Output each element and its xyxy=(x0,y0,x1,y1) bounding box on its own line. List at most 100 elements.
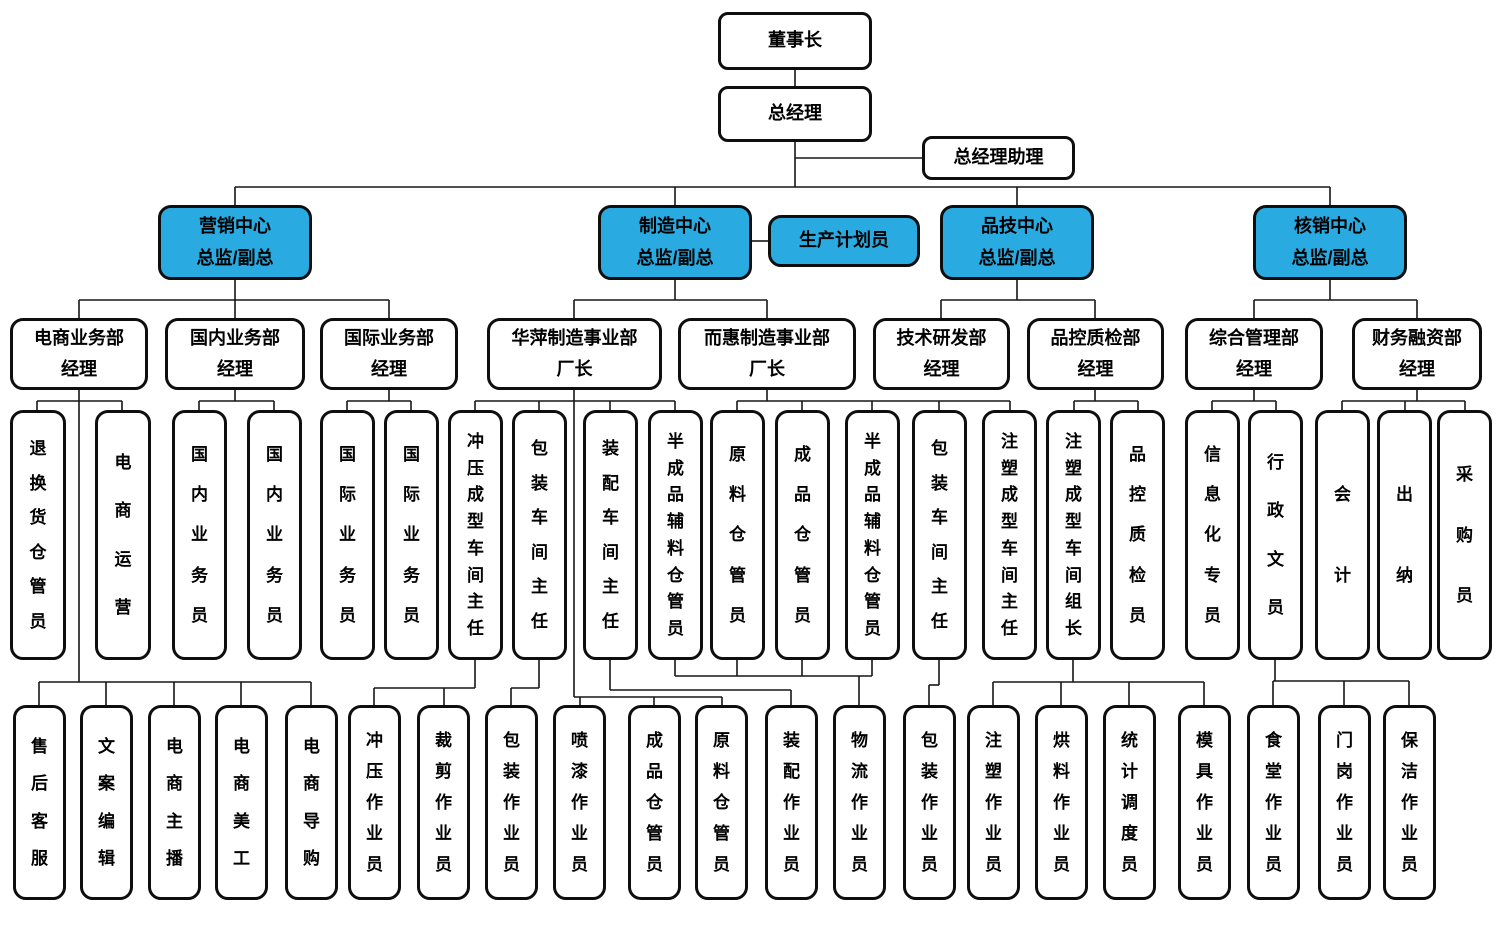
org-node-char: 辅 xyxy=(864,512,881,532)
org-node-char: 成 xyxy=(1001,485,1018,505)
org-node-char: 员 xyxy=(794,605,811,625)
org-node-char: 原 xyxy=(713,731,730,750)
org-node-char: 管 xyxy=(646,824,663,843)
org-node-label: 品技中心 xyxy=(981,216,1053,236)
org-node-char: 员 xyxy=(1336,855,1353,874)
org-node-domestic-salesman-2: 国内业务员 xyxy=(247,410,302,660)
org-node-char: 业 xyxy=(1265,824,1282,843)
org-node-char: 员 xyxy=(571,855,588,874)
org-node-info-specialist: 信息化专员 xyxy=(1185,410,1240,660)
org-node-char: 政 xyxy=(1267,501,1284,521)
org-node-char: 控 xyxy=(1129,485,1146,505)
org-node-marketing-center: 营销中心总监/副总 xyxy=(158,205,312,280)
org-node-char: 车 xyxy=(602,508,619,528)
org-node-label: 经理 xyxy=(923,359,960,379)
org-node-char: 作 xyxy=(571,793,588,812)
org-node-char: 业 xyxy=(783,824,800,843)
org-node-char: 成 xyxy=(467,485,484,505)
org-node-char: 内 xyxy=(191,485,208,505)
org-node-char: 主 xyxy=(931,577,948,597)
org-node-char: 员 xyxy=(191,605,208,625)
org-node-char: 成 xyxy=(794,445,811,465)
org-node-char: 商 xyxy=(114,501,132,521)
org-node-char: 文 xyxy=(98,737,115,757)
org-node-char: 业 xyxy=(1196,824,1213,843)
org-node-char: 客 xyxy=(31,811,48,831)
org-node-char: 计 xyxy=(1334,565,1351,585)
org-node-label: 电商业务部 xyxy=(34,327,124,348)
org-node-char: 会 xyxy=(1334,485,1351,505)
org-node-char: 业 xyxy=(266,525,283,545)
org-node-label: 总监/副总 xyxy=(978,247,1056,268)
org-node-char: 配 xyxy=(602,473,619,493)
org-node-assembly-workshop-chief: 装配车间主任 xyxy=(583,410,638,660)
org-node-semi-finished-warehouse-keeper-1: 半成品辅料仓管员 xyxy=(648,410,703,660)
org-node-char: 度 xyxy=(1121,824,1138,843)
org-node-cleaning-operator: 保洁作业员 xyxy=(1383,705,1436,900)
org-node-label: 经理 xyxy=(1236,359,1272,379)
org-node-label: 财务融资部 xyxy=(1372,327,1462,348)
org-node-char: 包 xyxy=(503,731,520,750)
org-node-label: 总监/副总 xyxy=(196,247,274,268)
org-node-char: 作 xyxy=(851,793,868,812)
org-node-char: 作 xyxy=(783,793,800,812)
org-node-char: 业 xyxy=(435,824,452,843)
org-node-char: 务 xyxy=(403,565,420,585)
org-node-char: 业 xyxy=(1053,824,1070,843)
org-node-char: 品 xyxy=(646,762,663,781)
org-node-char: 作 xyxy=(1196,793,1213,812)
org-node-char: 型 xyxy=(467,512,484,532)
org-node-char: 物 xyxy=(851,731,868,750)
org-node-char: 管 xyxy=(794,565,811,585)
org-node-char: 保 xyxy=(1401,731,1418,750)
org-node-char: 作 xyxy=(921,793,938,812)
org-node-packing-workshop-chief-2: 包装车间主任 xyxy=(912,410,967,660)
org-node-char: 员 xyxy=(1121,855,1138,874)
org-node-label: 总经理助理 xyxy=(953,147,1044,168)
org-node-char: 员 xyxy=(1265,855,1282,874)
org-node-char: 员 xyxy=(864,619,881,639)
org-node-char: 任 xyxy=(1001,619,1018,639)
org-node-char: 任 xyxy=(931,611,948,631)
org-node-rd-dept-manager: 技术研发部经理 xyxy=(873,318,1010,390)
org-node-char: 换 xyxy=(29,473,47,493)
org-node-char: 统 xyxy=(1121,731,1138,750)
org-node-label: 经理 xyxy=(61,359,97,379)
org-node-char: 际 xyxy=(339,485,356,505)
org-node-label: 经理 xyxy=(1399,359,1435,379)
org-node-packing-operator-2: 包装作业员 xyxy=(903,705,956,900)
org-node-char: 冲 xyxy=(366,731,383,750)
org-node-char: 包 xyxy=(931,439,948,459)
org-node-char: 配 xyxy=(783,762,800,781)
org-node-char: 商 xyxy=(166,774,183,794)
org-node-char: 电 xyxy=(233,737,250,757)
org-node-injection-workshop-leader: 注塑成型车间组长 xyxy=(1046,410,1101,660)
org-node-finance-dept-manager: 财务融资部经理 xyxy=(1352,318,1482,390)
org-node-raw-warehouse-operator: 原料仓管员 xyxy=(695,705,748,900)
org-node-char: 员 xyxy=(266,605,283,625)
org-node-qc-inspector: 品控质检员 xyxy=(1110,410,1165,660)
org-node-char: 营 xyxy=(114,597,132,617)
org-node-char: 员 xyxy=(1456,585,1473,605)
org-node-injection-workshop-chief: 注塑成型车间主任 xyxy=(982,410,1037,660)
org-node-char: 装 xyxy=(602,439,619,459)
org-node-char: 务 xyxy=(191,565,208,585)
org-node-char: 塑 xyxy=(1001,458,1018,478)
org-node-char: 管 xyxy=(667,592,684,612)
org-node-char: 员 xyxy=(783,855,800,874)
org-node-char: 任 xyxy=(602,611,619,631)
org-node-label: 厂长 xyxy=(556,359,593,379)
org-node-char: 内 xyxy=(266,485,283,505)
org-node-canteen-operator: 食堂作业员 xyxy=(1247,705,1300,900)
org-node-char: 塑 xyxy=(1065,458,1082,478)
org-node-baking-operator: 烘料作业员 xyxy=(1035,705,1088,900)
org-node-char: 原 xyxy=(729,445,746,465)
org-node-finished-warehouse-operator: 成品仓管员 xyxy=(628,705,681,900)
org-node-char: 退 xyxy=(29,439,47,459)
org-node-char: 作 xyxy=(1265,793,1282,812)
org-node-label: 营销中心 xyxy=(199,216,271,236)
org-node-char: 业 xyxy=(1336,824,1353,843)
org-node-char: 员 xyxy=(29,611,47,631)
